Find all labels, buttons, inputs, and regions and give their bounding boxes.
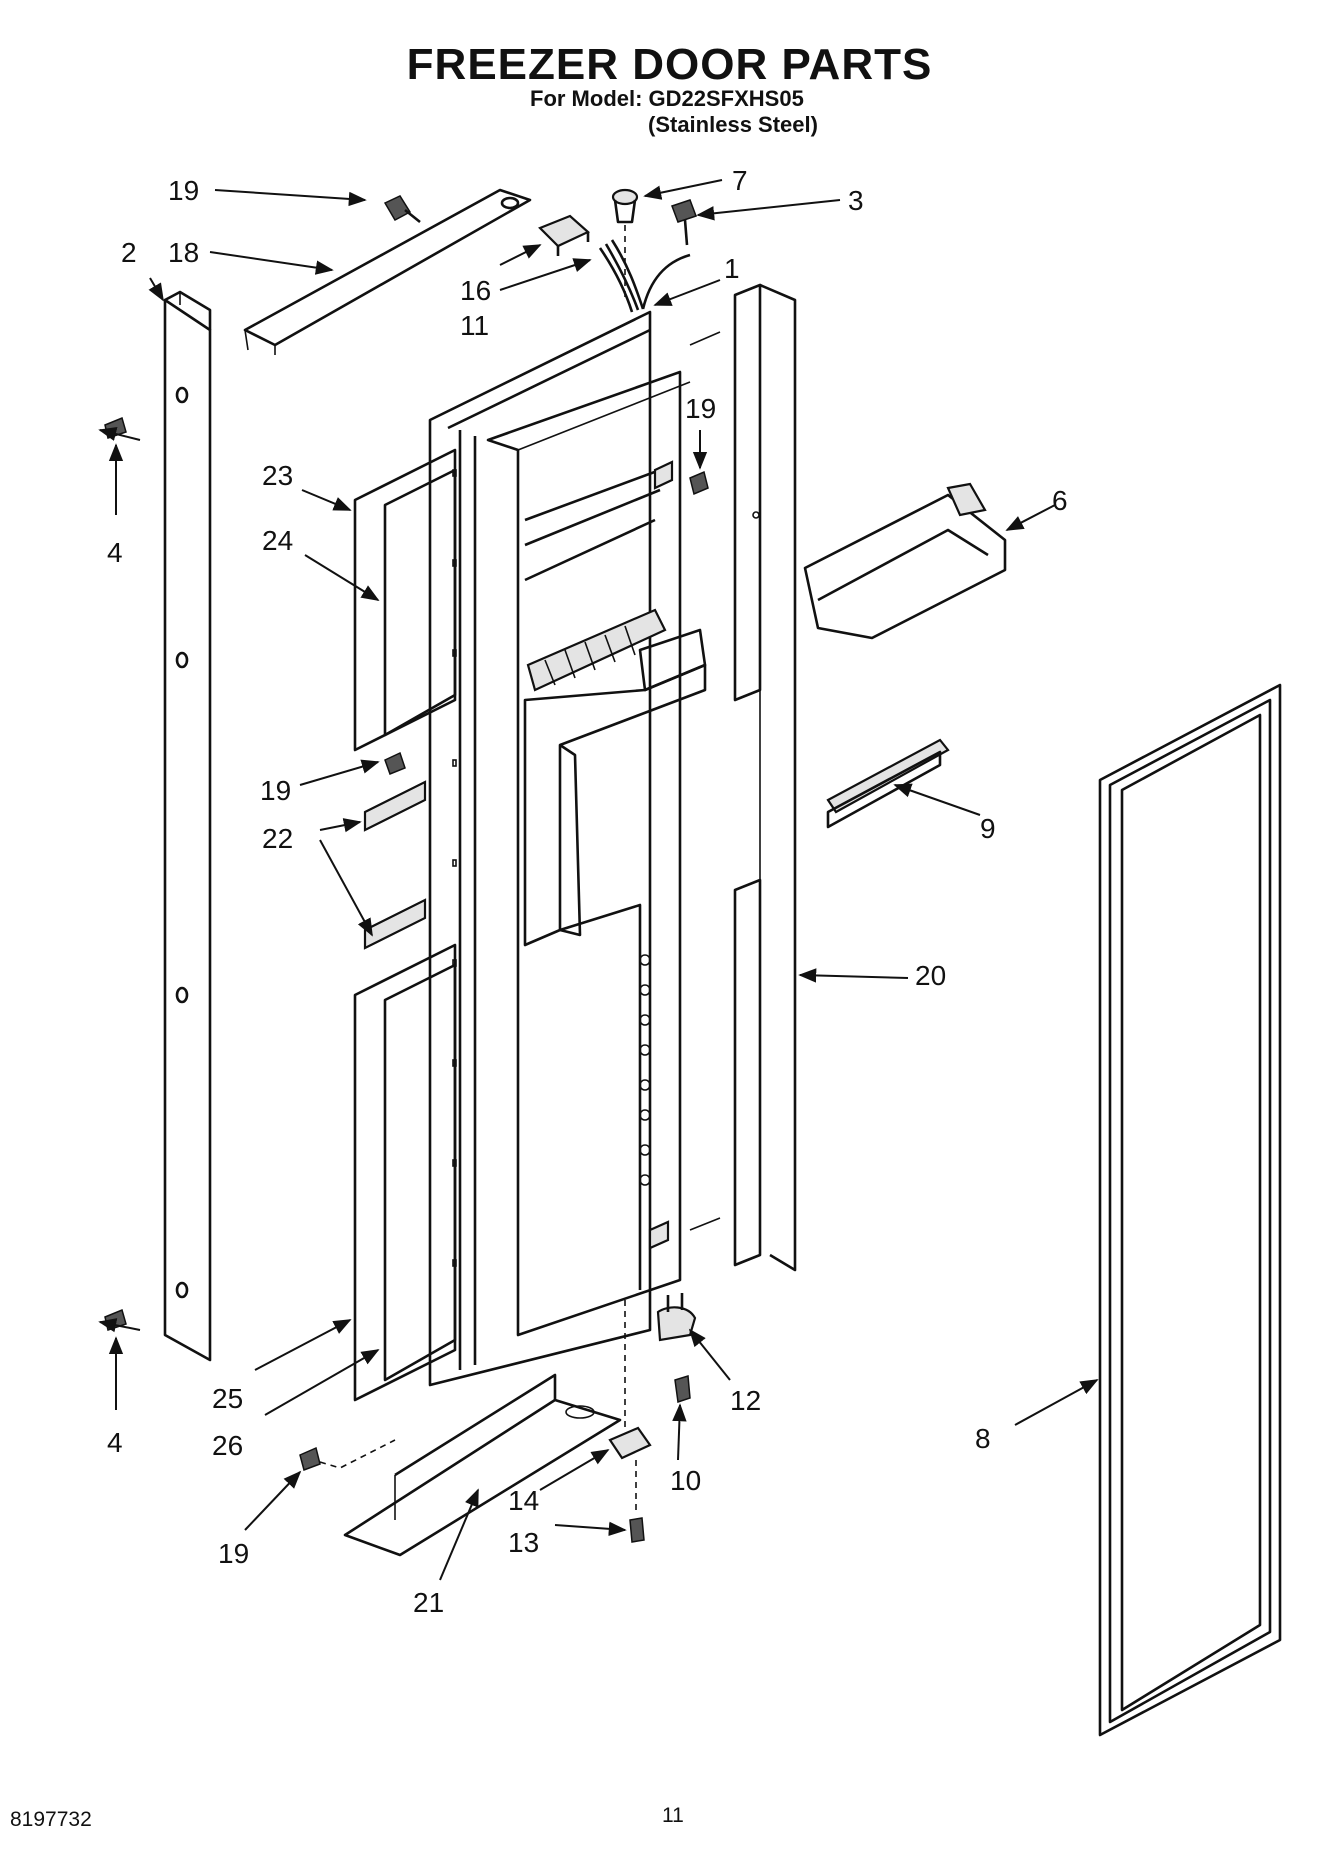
callout-19-right: 19 — [685, 393, 716, 424]
callout-9: 9 — [980, 813, 996, 844]
callout-6: 6 — [1052, 485, 1068, 516]
part-14-hinge-block — [608, 1426, 652, 1460]
part-16-connector — [538, 214, 590, 256]
callout-25: 25 — [212, 1383, 243, 1414]
screw-19-right — [689, 470, 709, 496]
callout-20: 20 — [915, 960, 946, 991]
callout-4-bottom: 4 — [107, 1427, 123, 1458]
part-1-door-liner — [428, 310, 707, 1387]
callout-14: 14 — [508, 1485, 539, 1516]
callout-3: 3 — [848, 185, 864, 216]
callout-13: 13 — [508, 1527, 539, 1558]
model-number: For Model: GD22SFXHS05 — [530, 86, 804, 111]
part-18-top-trim — [243, 188, 532, 355]
callout-24: 24 — [262, 525, 293, 556]
finish-label: (Stainless Steel) — [648, 112, 818, 137]
part-21-bottom-bracket — [343, 1373, 622, 1557]
callout-18: 18 — [168, 237, 199, 268]
part-12-hinge-pin — [656, 1293, 697, 1342]
document-number: 8197732 — [10, 1808, 92, 1831]
callout-2: 2 — [121, 237, 137, 268]
part-6-handle — [803, 482, 1007, 640]
callout-21: 21 — [413, 1587, 444, 1618]
callout-1: 1 — [724, 253, 740, 284]
screw-19-bottom — [299, 1439, 396, 1471]
callout-11: 11 — [460, 310, 489, 341]
callout-4-top: 4 — [107, 537, 123, 568]
part-23-upper-panel — [353, 448, 457, 752]
callout-12: 12 — [730, 1385, 761, 1416]
part-8-gasket — [1098, 683, 1282, 1737]
callout-19-middle: 19 — [260, 775, 291, 806]
part-9-channel — [826, 738, 950, 829]
callout-7: 7 — [732, 165, 748, 196]
part-13-screw — [629, 1517, 645, 1543]
part-10-screw — [674, 1375, 691, 1403]
callout-22: 22 — [262, 823, 293, 854]
part-2-trim-strip — [163, 290, 212, 1362]
callout-labels: 19 7 3 2 18 16 1 11 19 23 6 4 24 19 22 9… — [107, 165, 1068, 1618]
callout-8: 8 — [975, 1423, 991, 1454]
callout-16: 16 — [460, 275, 491, 306]
part-20-edge-trim — [689, 283, 797, 1272]
page-title: FREEZER DOOR PARTS — [406, 40, 933, 89]
part-3-screw — [671, 199, 697, 246]
screw-19-middle — [384, 751, 406, 775]
page-number: 11 — [662, 1804, 684, 1827]
callout-26: 26 — [212, 1430, 243, 1461]
leader-lines — [98, 179, 1099, 1581]
callout-23: 23 — [262, 460, 293, 491]
part-22-brackets — [363, 780, 427, 950]
callout-10: 10 — [670, 1465, 701, 1496]
screw-19-top — [383, 195, 421, 224]
callout-19-bottom: 19 — [218, 1538, 249, 1569]
part-11-wire-harness — [598, 239, 691, 313]
callout-19-top: 19 — [168, 175, 199, 206]
part-25-lower-panel — [353, 943, 457, 1402]
